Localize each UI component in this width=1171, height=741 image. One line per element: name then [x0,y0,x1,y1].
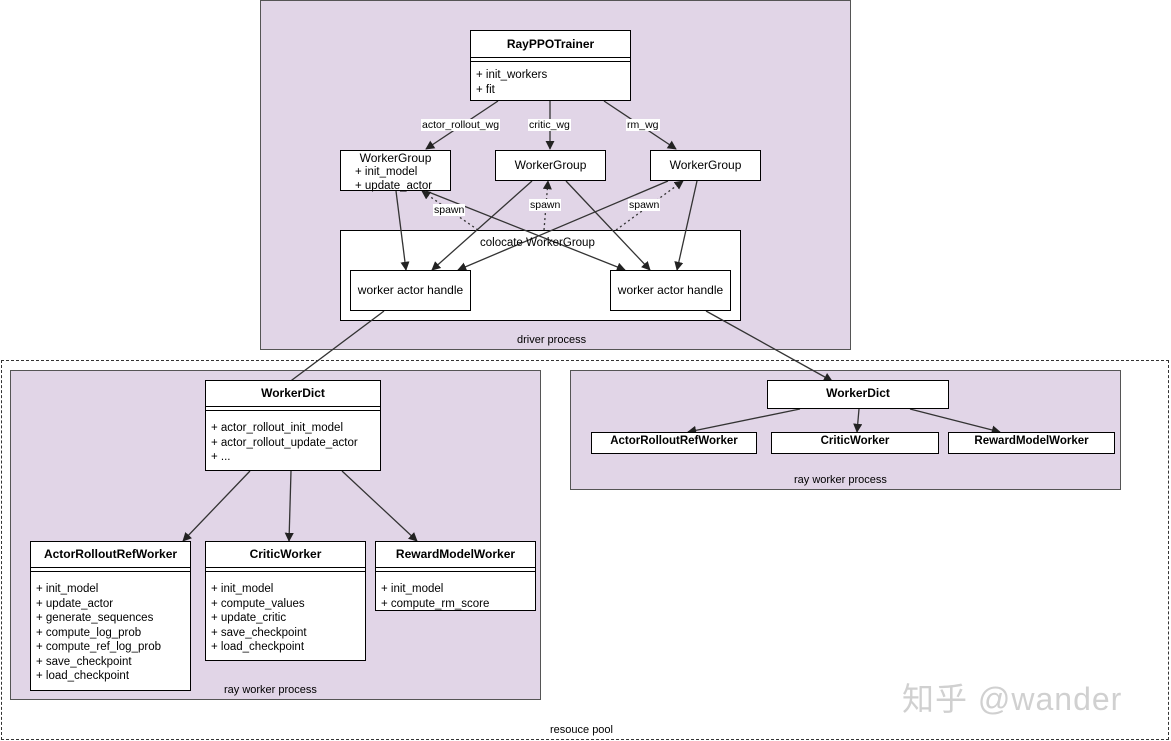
edge-handle-right-to-right-dict [705,310,833,382]
edge-right-dict-to-reward [909,408,1001,435]
ray-ppo-trainer-methods: + init_workers + fit [471,62,630,97]
edge-wg-middle-to-handle-left [431,180,533,271]
method-item: + save_checkpoint [211,626,307,639]
method-item: + update_critic [211,612,287,624]
edge-wg-right-to-handle-right [674,180,698,271]
edge-wg-left-to-handle-left [395,190,410,271]
method-item: + load_checkpoint [36,670,130,682]
method-item: + init_model [36,583,99,595]
worker-actor-handle-left: worker actor handle [350,270,471,311]
method-item: + fit [476,83,495,96]
method-item: + actor_rollout_init_model [211,422,344,434]
actor-rollout-ref-worker-class: ActorRolloutRefWorker + init_model + upd… [30,541,191,691]
ray-worker-process-right-label: ray worker process [794,474,887,486]
method-item: + load_checkpoint [211,641,305,653]
right-reward-model-worker: RewardModelWorker [948,432,1115,454]
label-spawn-middle: spawn [529,199,562,211]
workergroup-critic-title: WorkerGroup [514,158,587,172]
label-critic-wg: critic_wg [528,119,571,131]
method-item: + compute_values [211,597,305,610]
critic-worker-class: CriticWorker + init_model + compute_valu… [205,541,366,661]
label-spawn-right: spawn [628,199,661,211]
method-item: + actor_rollout_update_actor [211,436,358,449]
method-item: + init_workers [476,69,548,81]
workergroup-reward: WorkerGroup [650,150,761,181]
edge-wg-right-to-handle-left [457,180,669,271]
resource-pool-region [1,360,1169,740]
label-actor-rollout-wg: actor_rollout_wg [421,119,501,131]
edge-wg-middle-to-handle-right [565,180,651,271]
critic-worker-methods: + init_model + compute_values + update_c… [206,572,365,655]
right-workerdict-class: WorkerDict [767,380,949,409]
worker-actor-handle-right: worker actor handle [610,270,731,311]
method-item: + compute_ref_log_prob [36,641,161,653]
edge-wg-left-to-handle-right [425,190,626,272]
edge-left-dict-to-actor [182,470,251,542]
workergroup-actor-method: + update_actor [355,180,433,192]
resource-pool-label: resouce pool [550,724,613,736]
worker-actor-handle-right-label: worker actor handle [617,283,724,297]
driver-process-label: driver process [517,334,587,346]
workergroup-actor-rollout: WorkerGroup + init_model + update_actor [340,150,451,192]
method-item: + compute_log_prob [36,626,142,639]
edge-left-dict-to-reward [341,470,418,542]
right-critic-worker: CriticWorker [771,432,939,454]
workergroup-actor-method: + init_model [355,166,418,178]
edge-handle-left-to-left-dict [279,310,385,390]
label-spawn-left: spawn [433,204,466,216]
edge-spawn-middle [542,180,552,231]
left-workerdict-methods: + actor_rollout_init_model + actor_rollo… [206,411,380,465]
edge-left-dict-to-critic [284,470,294,542]
left-workerdict-title: WorkerDict [206,381,380,407]
edge-right-dict-to-critic [853,408,863,433]
workergroup-actor-title: WorkerGroup [359,151,432,165]
reward-worker-title: RewardModelWorker [376,542,535,568]
reward-worker-methods: + init_model + compute_rm_score [376,572,535,611]
ray-ppo-trainer-title: RayPPOTrainer [471,31,630,58]
method-item: + ... [211,451,231,463]
workergroup-critic: WorkerGroup [495,150,606,181]
method-item: + generate_sequences [36,612,154,624]
workergroup-reward-title: WorkerGroup [669,158,742,172]
method-item: + init_model [381,583,444,595]
method-item: + compute_rm_score [381,597,490,610]
method-item: + init_model [211,583,274,595]
reward-model-worker-class: RewardModelWorker + init_model + compute… [375,541,536,611]
method-item: + save_checkpoint [36,655,132,668]
watermark-text: 知乎 @wander [902,681,1123,717]
edge-right-dict-to-actor [687,408,801,435]
left-workerdict-class: WorkerDict + actor_rollout_init_model + … [205,380,381,471]
label-rm-wg: rm_wg [626,119,660,131]
right-actor-rollout-ref-worker: ActorRolloutRefWorker [591,432,757,454]
edge-spawn-left [421,190,479,231]
ray-ppo-trainer-class: RayPPOTrainer + init_workers + fit [470,30,631,101]
colocate-workergroup-label: colocate WorkerGroup [480,237,595,249]
ray-worker-process-left-label: ray worker process [224,684,317,696]
method-item: + update_actor [36,597,114,610]
actor-worker-title: ActorRolloutRefWorker [31,542,190,568]
critic-worker-title: CriticWorker [206,542,365,568]
actor-worker-methods: + init_model + update_actor + generate_s… [31,572,190,684]
worker-actor-handle-left-label: worker actor handle [357,283,464,297]
